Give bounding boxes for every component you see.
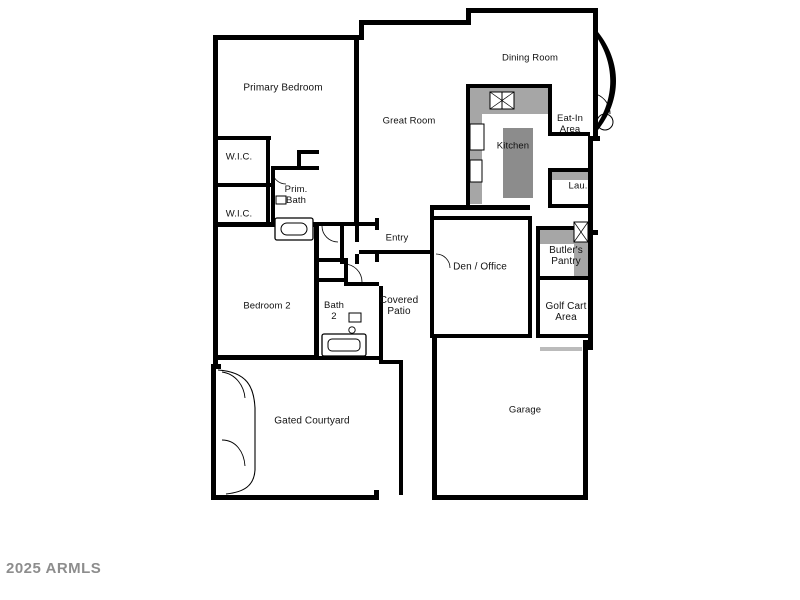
room-label-walk-in-closet-2: W.I.C. [225,208,253,220]
room-label-great-room: Great Room [382,115,436,127]
room-label-dining-room: Dining Room [501,52,559,64]
room-label-bedroom-2: Bedroom 2 [243,300,291,312]
walls-layer [211,8,616,500]
fixtures-layer [217,88,614,495]
room-label-laundry: Lau. [568,180,588,192]
watermark: 2025 ARMLS [6,560,102,577]
room-label-golf-cart-area: Golf Cart Area [545,301,587,323]
room-label-covered-patio: Covered Patio [379,295,419,317]
room-label-primary-bath: Prim. Bath [284,184,308,206]
room-label-gated-courtyard: Gated Courtyard [274,415,350,427]
room-label-bath-2: Bath 2 [324,300,344,322]
room-label-eat-in-area: Eat-In Area [557,113,583,135]
room-label-walk-in-closet-1: W.I.C. [225,151,253,163]
room-label-entry: Entry [385,232,409,244]
room-label-kitchen: Kitchen [496,140,530,152]
room-label-primary-bedroom: Primary Bedroom [243,82,323,94]
room-label-den-office: Den / Office [453,261,507,273]
room-label-garage: Garage [508,404,542,416]
room-label-butlers-pantry: Butler's Pantry [549,245,583,267]
